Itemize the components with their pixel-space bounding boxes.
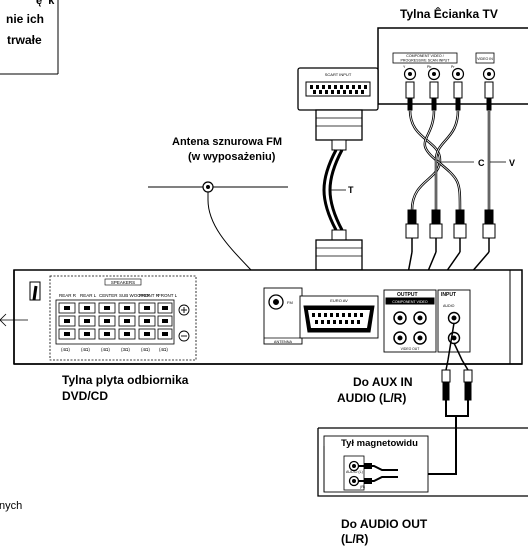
scart-cable-t-label: T (348, 185, 354, 195)
speaker-channel-rear-r: REAR R (59, 293, 77, 298)
video-cable-v (451, 81, 506, 296)
receiver-caption-line1: Tylna plyta odbiornika (62, 373, 189, 387)
vcr-audio-r-jack (348, 475, 360, 487)
vcr-title: Tył magnetowidu (341, 438, 418, 449)
speakers-label: SPEAKERS (111, 280, 135, 285)
speaker-channel-front-l: FRONT L (158, 293, 178, 298)
corner-note-line3: trwałe (7, 33, 42, 47)
tv-jack-pb (427, 67, 441, 81)
speaker-channel-sub: SUB WOOFER (119, 293, 151, 298)
plus-icon (178, 304, 190, 316)
tv-jack-video-in (482, 67, 496, 81)
tv-title: Tylna Êcianka TV (400, 7, 498, 21)
output-jack-y (393, 311, 407, 325)
scart-input-label: SCART INPUT (325, 72, 352, 77)
vcr-audio-r-label: (R) (360, 485, 365, 489)
impedance-3: (3Ω) (121, 347, 130, 352)
tv-jack-pr (451, 67, 465, 81)
audio-out-line2: (L/R) (341, 532, 369, 546)
output-jack-pb (413, 311, 427, 325)
antenna-label-line1: Antena sznurowa FM (172, 136, 283, 148)
antenna-label-line2: (w wyposażeniu) (188, 151, 276, 163)
tv-jack-y (403, 67, 417, 81)
vcr-audio-l-jack (348, 460, 360, 472)
bottom-left-text: nych (0, 500, 23, 512)
impedance-2: (4Ω) (101, 347, 110, 352)
audio-label: AUDIO (443, 304, 455, 308)
aux-in-line1: Do AUX IN (353, 375, 413, 389)
output-jack-pr (393, 331, 407, 345)
audio-jack-r (447, 331, 461, 345)
tv-video-in-label: VIDEO IN (477, 57, 493, 61)
impedance-1: (4Ω) (81, 347, 90, 352)
cable-c-label: C (478, 158, 485, 168)
impedance-0: (4Ω) (61, 347, 70, 352)
component-video-label: COMPONENT VIDEO (392, 300, 428, 304)
power-cord (0, 281, 41, 327)
aux-in-line2: AUDIO (L/R) (337, 391, 407, 405)
corner-note-box (0, 0, 59, 75)
component-cable-c (403, 81, 474, 296)
minus-icon (178, 330, 190, 342)
fm-jack-label: FM (287, 300, 293, 305)
speaker-terminals: SPEAKERS REAR R REAR L CENTER S (49, 275, 197, 361)
svg-text:PROGRESSIVE SCAN INPUT: PROGRESSIVE SCAN INPUT (401, 59, 451, 63)
video-out-label: VIDEO OUT (401, 347, 420, 351)
speaker-channel-center: CENTER (99, 293, 118, 298)
antenna-label: ANTENNA (274, 340, 293, 344)
euro-av-socket (299, 295, 379, 339)
fm-antenna-jack (263, 287, 303, 345)
audio-jack-l (447, 311, 461, 325)
corner-note-line2: nie ich (6, 12, 45, 26)
tv-jack-label-y: Y (403, 65, 406, 69)
speaker-channel-front-r: FRONT R (139, 293, 160, 298)
output-panel (383, 289, 437, 353)
impedance-4: (4Ω) (141, 347, 150, 352)
cable-v-label: V (509, 158, 515, 168)
tv-component-header: COMPONENT VIDEO / (406, 54, 443, 58)
speaker-channel-rear-l: REAR L (80, 293, 97, 298)
scart-cable: SCART INPUT (297, 67, 379, 299)
corner-note-line1: ę k (36, 0, 55, 7)
audio-out-line1: Do AUDIO OUT (341, 517, 428, 531)
receiver-caption-line2: DVD/CD (62, 389, 109, 403)
input-label: INPUT (441, 292, 456, 298)
impedance-5: (4Ω) (159, 347, 168, 352)
input-panel (437, 289, 471, 353)
tv-jack-label-pr: Pr (451, 65, 455, 69)
vcr-audio-l-label: AUDIO (L) (346, 470, 363, 474)
tv-jack-label-pb: Pb (427, 65, 431, 69)
vcr-back-panel (317, 427, 528, 497)
speaker-grid (55, 299, 175, 345)
output-label: OUTPUT (397, 292, 418, 298)
tv-back-panel: COMPONENT VIDEO / PROGRESSIVE SCAN INPUT… (377, 27, 528, 105)
euro-av-label: EURO AV (330, 298, 348, 303)
output-jack-video (413, 331, 427, 345)
